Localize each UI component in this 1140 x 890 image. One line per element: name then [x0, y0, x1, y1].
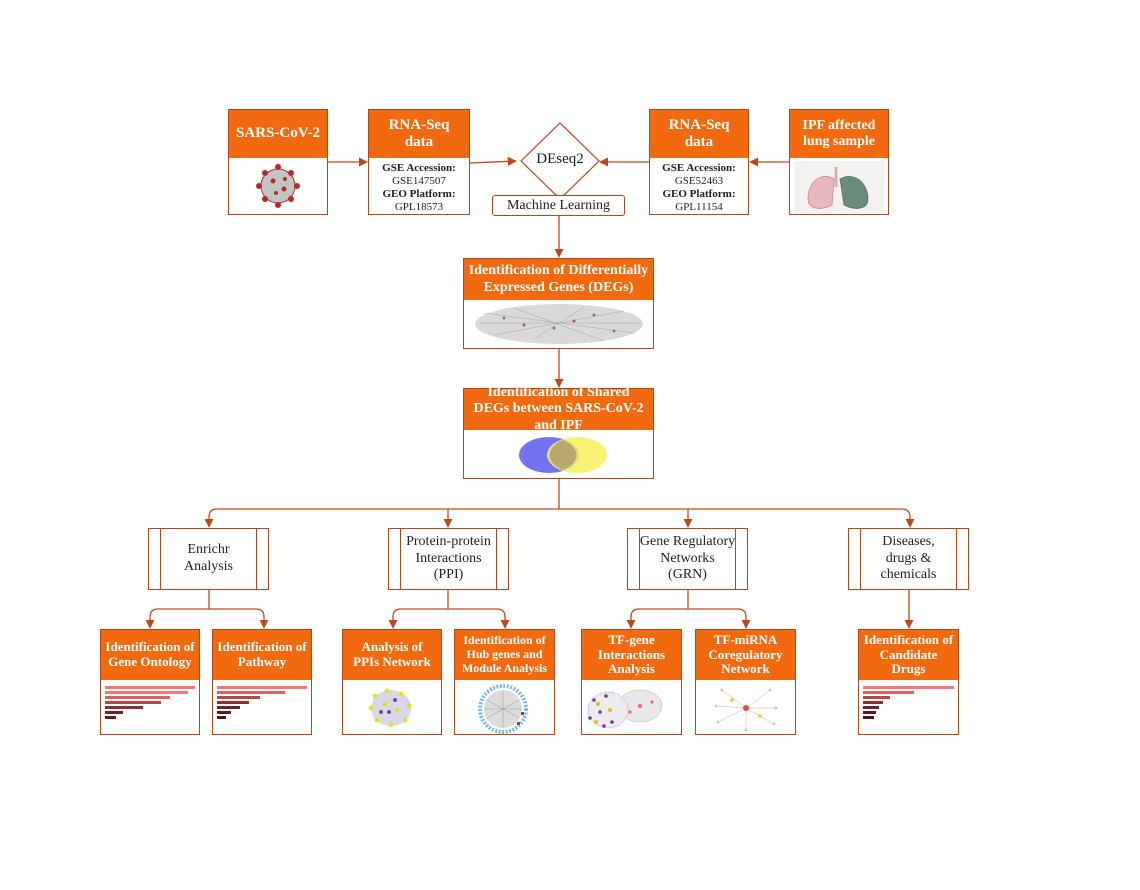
ipf-lung-box: IPF affected lung sample: [789, 109, 889, 215]
rna-seq-right-title: RNA-Seq data: [650, 110, 748, 158]
geo-label: GEO Platform:: [662, 187, 736, 200]
hub-genes-title: Identification of Hub genes and Module A…: [455, 630, 554, 680]
rna-seq-right-box: RNA-Seq data GSE Accession: GSE52463 GEO…: [649, 109, 749, 215]
sars-cov-2-title: SARS-CoV-2: [229, 110, 327, 158]
geo-label: GEO Platform:: [382, 187, 456, 200]
shared-degs-title: Identification of Shared DEGs between SA…: [464, 385, 653, 433]
venn-diagram: [519, 437, 607, 473]
lung-image: [794, 161, 884, 213]
tf-gene-image: [587, 689, 663, 729]
candidate-drugs-title: Identification of Candidate Drugs: [859, 630, 958, 680]
gene-ontology-title: Identification of Gene Ontology: [101, 630, 199, 680]
rna-seq-left-accession: GSE Accession: GSE147507 GEO Platform: G…: [369, 158, 469, 214]
geo-value: GPL11154: [675, 200, 723, 213]
rna-seq-left-box: RNA-Seq data GSE Accession: GSE147507 GE…: [368, 109, 470, 215]
pathway-bar-chart: [217, 686, 307, 721]
rna-seq-right-accession: GSE Accession: GSE52463 GEO Platform: GP…: [650, 158, 748, 214]
ppi-network-image: [368, 688, 412, 728]
ipf-lung-title: IPF affected lung sample: [790, 110, 888, 158]
enrichr-analysis-label: Enrichr Analysis: [184, 542, 233, 574]
enrichr-analysis-box: Enrichr Analysis: [148, 528, 269, 590]
gse-value: GSE147507: [392, 174, 446, 187]
ppi-label: Protein-protein Interactions (PPI): [406, 533, 491, 583]
tf-gene-box: TF-gene Interactions Analysis: [581, 629, 682, 735]
candidate-drugs-bar-chart: [863, 686, 954, 721]
diseases-drugs-box: Diseases, drugs & chemicals: [848, 528, 969, 590]
gse-label: GSE Accession:: [662, 162, 736, 174]
pathway-title: Identification of Pathway: [213, 630, 311, 680]
degs-network-image: [475, 304, 643, 344]
ppi-network-title: Analysis of PPIs Network: [343, 630, 441, 680]
grn-box: Gene Regulatory Networks (GRN): [627, 528, 748, 590]
sars-cov-2-box: SARS-CoV-2: [228, 109, 328, 215]
grn-label: Gene Regulatory Networks (GRN): [639, 533, 736, 583]
pathway-box: Identification of Pathway: [212, 629, 312, 735]
tf-mirna-box: TF-miRNA Coregulatory Network: [695, 629, 796, 735]
tf-mirna-image: [714, 688, 778, 732]
rna-seq-left-title: RNA-Seq data: [369, 110, 469, 158]
tf-gene-title: TF-gene Interactions Analysis: [582, 630, 681, 680]
hub-genes-image: [478, 684, 528, 734]
gse-label: GSE Accession:: [382, 162, 456, 174]
ppi-box: Protein-protein Interactions (PPI): [388, 528, 509, 590]
diseases-drugs-label: Diseases, drugs & chemicals: [880, 533, 937, 583]
degs-title: Identification of Differentially Express…: [464, 259, 653, 300]
gse-value: GSE52463: [674, 174, 724, 187]
candidate-drugs-box: Identification of Candidate Drugs: [858, 629, 959, 735]
tf-mirna-title: TF-miRNA Coregulatory Network: [696, 630, 795, 680]
degs-box: Identification of Differentially Express…: [463, 258, 654, 349]
geo-value: GPL18573: [394, 200, 444, 213]
gene-ontology-box: Identification of Gene Ontology: [100, 629, 200, 735]
ppi-network-box: Analysis of PPIs Network: [342, 629, 442, 735]
virus-image: [256, 164, 300, 208]
deseq2-label: DEseq2: [536, 151, 584, 167]
shared-degs-box: Identification of Shared DEGs between SA…: [463, 385, 654, 479]
hub-genes-box: Identification of Hub genes and Module A…: [454, 629, 555, 735]
machine-learning-label: Machine Learning: [492, 195, 625, 216]
gene-ontology-bar-chart: [105, 686, 195, 721]
